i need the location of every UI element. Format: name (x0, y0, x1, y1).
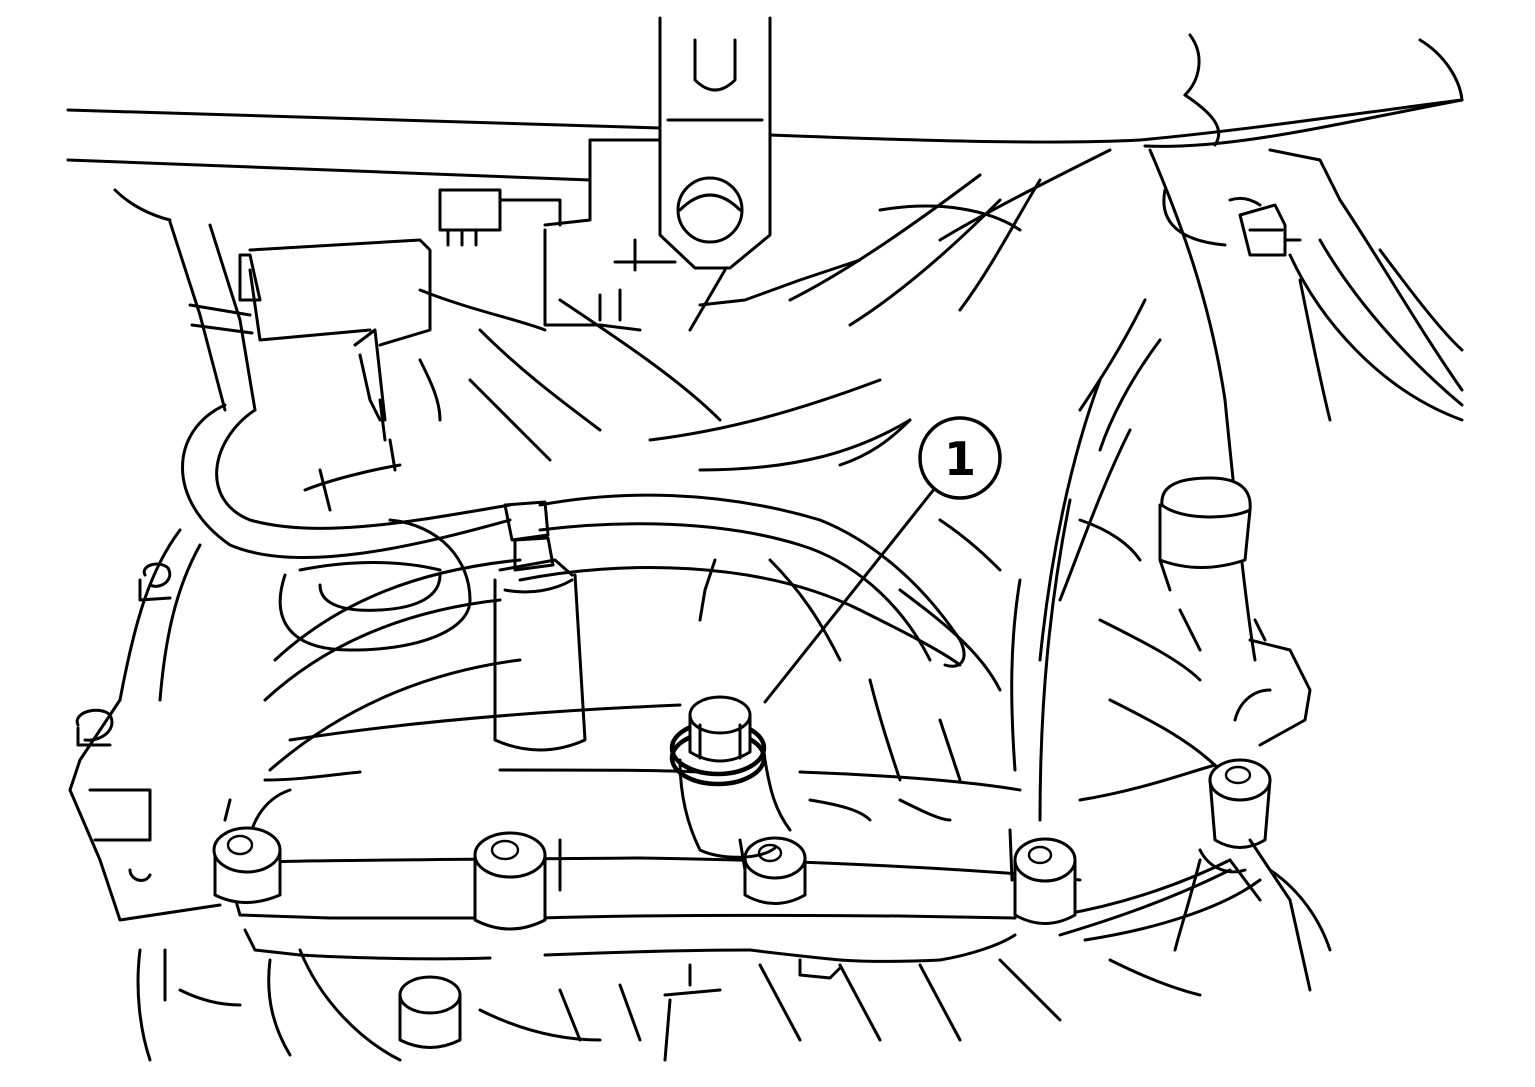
oil-pan-flange (212, 476, 1312, 963)
vent-boss (493, 558, 587, 752)
flange-bolt (1208, 758, 1272, 849)
lower-stud (398, 975, 462, 1049)
lower-area (136, 838, 1332, 1062)
wiring-harness (168, 188, 562, 422)
breather-hose (181, 403, 966, 668)
left-round-boss (278, 518, 472, 652)
flange-bolt (1013, 837, 1077, 925)
mounting-bracket (658, 16, 772, 270)
flange-bolt (212, 826, 282, 904)
flange-bolt (743, 836, 807, 905)
drain-plug (669, 695, 792, 859)
left-studs (75, 562, 172, 747)
transaxle-case (68, 148, 1257, 922)
callout-1: 1 (763, 416, 1002, 704)
upper-frame-rail (66, 33, 1464, 227)
flange-bolt (473, 831, 547, 931)
callout-number: 1 (944, 432, 976, 486)
upper-right-bolt (1158, 476, 1252, 569)
right-sensor-fitting (1228, 148, 1464, 422)
